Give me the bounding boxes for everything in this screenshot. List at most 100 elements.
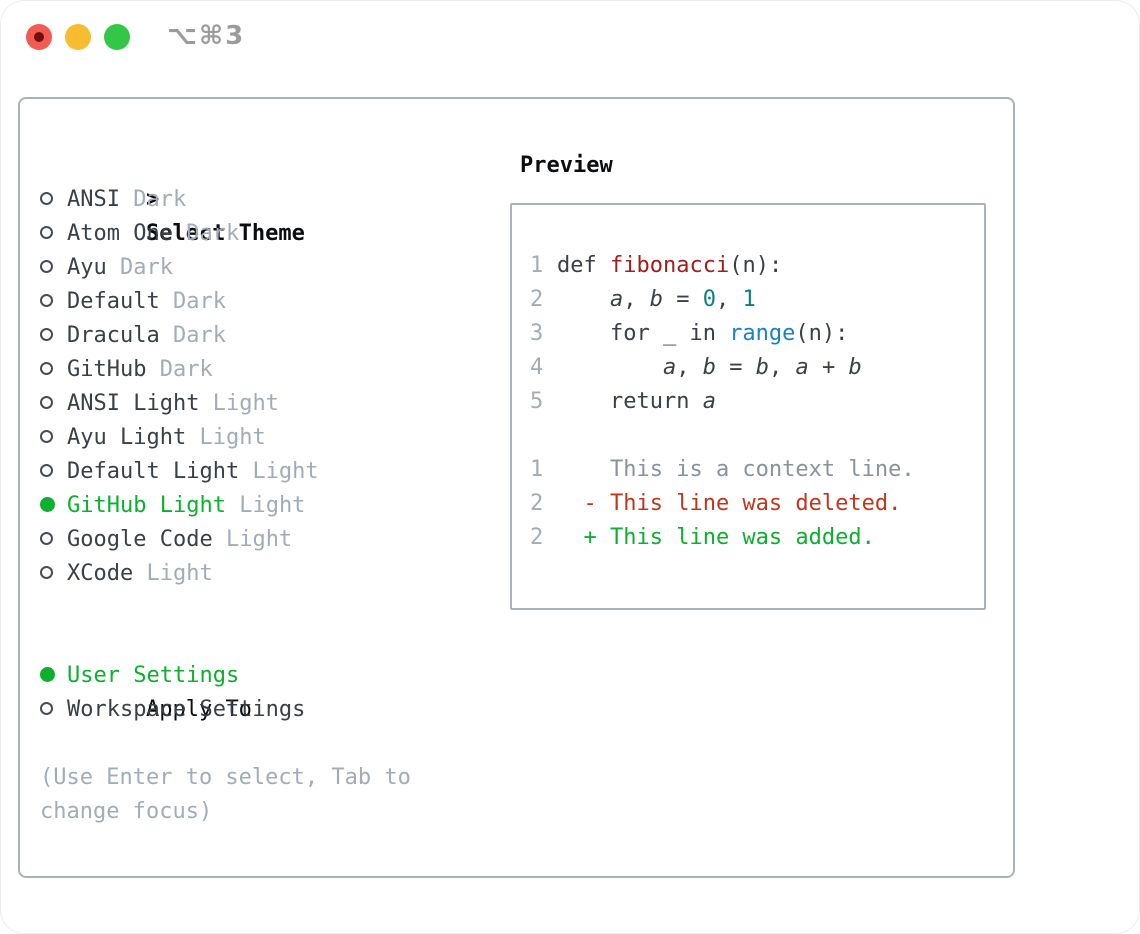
radio-indent xyxy=(40,387,67,421)
radio-indent xyxy=(40,693,67,727)
radio-unselected-icon xyxy=(40,259,53,273)
radio-unselected-icon xyxy=(40,463,53,477)
spacer xyxy=(40,591,411,625)
theme-variant-tag: Light xyxy=(239,493,306,518)
radio-selected-icon xyxy=(40,496,55,512)
code-line-9: 2 + This line was added. xyxy=(530,521,984,555)
token-variable: a xyxy=(609,287,624,312)
theme-variant-tag: Dark xyxy=(133,187,187,212)
token-default: + xyxy=(808,355,849,380)
code-line-3: 3 for _ in range(n): xyxy=(530,317,984,351)
radio-indent xyxy=(40,489,67,523)
theme-option-label: Dracula xyxy=(67,323,160,348)
radio-indent xyxy=(40,557,67,591)
code-line-5: 5 return a xyxy=(530,385,984,419)
close-dot-icon xyxy=(34,32,44,42)
theme-option-google-code[interactable]: Google Code Light xyxy=(40,523,411,557)
token-variable: b xyxy=(702,355,716,380)
line-number: 2 xyxy=(530,491,544,516)
apply-option-user-settings[interactable]: User Settings xyxy=(40,659,411,693)
apply-option-workspace-settings[interactable]: Workspace Settings xyxy=(40,693,411,727)
code-line-2: 2 a, b = 0, 1 xyxy=(530,283,984,317)
token-builtin: range xyxy=(729,321,796,346)
theme-option-default[interactable]: Default Dark xyxy=(40,285,411,319)
line-number: 2 xyxy=(530,287,544,312)
theme-option-label: GitHub Light xyxy=(67,493,226,518)
token-default: = xyxy=(662,287,703,312)
token-default: def xyxy=(557,253,610,278)
theme-option-default-light[interactable]: Default Light Light xyxy=(40,455,411,489)
theme-option-ayu-light[interactable]: Ayu Light Light xyxy=(40,421,411,455)
token-default: for _ in xyxy=(557,321,730,346)
token-default: , xyxy=(715,287,743,312)
line-number: 3 xyxy=(530,321,544,346)
token-default: (n): xyxy=(795,321,849,346)
close-button[interactable] xyxy=(26,24,52,50)
radio-indent xyxy=(40,455,67,489)
theme-option-label: Default xyxy=(67,289,160,314)
code-line-6 xyxy=(530,419,984,453)
selection-caret-icon: > xyxy=(145,187,160,212)
theme-option-atom-one[interactable]: Atom One Dark xyxy=(40,217,411,251)
token-default: = xyxy=(715,355,756,380)
token-number: 0 xyxy=(702,287,716,312)
hint-line-2: change focus) xyxy=(40,799,213,824)
radio-selected-icon xyxy=(40,666,55,682)
radio-unselected-icon xyxy=(40,225,53,239)
radio-indent xyxy=(40,285,67,319)
window-titlebar: ⌥⌘3 xyxy=(0,0,1140,74)
radio-unselected-icon xyxy=(40,293,53,307)
select-theme-header: > Select Theme xyxy=(40,149,411,246)
theme-option-ansi[interactable]: ANSI Dark xyxy=(40,183,411,217)
line-number: 4 xyxy=(530,355,544,380)
radio-unselected-icon xyxy=(40,701,53,715)
token-number: 1 xyxy=(742,287,756,312)
token-default: , xyxy=(676,355,703,380)
token-default: return xyxy=(557,389,703,414)
token-deletion: - This line was deleted. xyxy=(557,491,902,516)
token-default xyxy=(557,287,610,312)
theme-option-label: XCode xyxy=(67,561,134,586)
theme-option-dracula[interactable]: Dracula Dark xyxy=(40,319,411,353)
theme-option-github[interactable]: GitHub Dark xyxy=(40,353,411,387)
theme-variant-tag: Light xyxy=(146,561,213,586)
token-default: (n): xyxy=(729,253,783,278)
theme-option-ansi-light[interactable]: ANSI Light Light xyxy=(40,387,411,421)
theme-option-xcode[interactable]: XCode Light xyxy=(40,557,411,591)
radio-indent xyxy=(40,421,67,455)
minimize-button[interactable] xyxy=(65,24,91,50)
line-number: 5 xyxy=(530,389,544,414)
theme-option-github-light[interactable]: GitHub Light Light xyxy=(40,489,411,523)
theme-variant-tag: Light xyxy=(252,459,319,484)
apply-to-title: Apply To xyxy=(145,697,252,722)
theme-option-label: Google Code xyxy=(67,527,213,552)
theme-variant-tag: Dark xyxy=(120,255,173,280)
theme-variant-tag: Light xyxy=(212,391,279,416)
token-variable: b xyxy=(649,287,663,312)
token-context: This is a context line. xyxy=(557,457,915,482)
radio-unselected-icon xyxy=(40,361,53,375)
apply-option-label: User Settings xyxy=(67,663,240,688)
theme-option-label: Ayu Light xyxy=(67,425,187,450)
theme-variant-tag: Dark xyxy=(186,221,240,246)
radio-unselected-icon xyxy=(40,327,53,341)
token-addition: + This line was added. xyxy=(557,525,875,550)
token-variable: b xyxy=(848,355,862,380)
token-variable: a xyxy=(702,389,716,414)
radio-indent xyxy=(40,319,67,353)
radio-unselected-icon xyxy=(40,191,53,205)
maximize-button[interactable] xyxy=(104,24,130,50)
theme-option-label: ANSI xyxy=(67,187,120,212)
radio-indent xyxy=(40,523,67,557)
radio-indent xyxy=(40,183,67,217)
apply-option-label: Workspace Settings xyxy=(67,697,306,722)
token-variable: b xyxy=(755,355,769,380)
theme-variant-tag: Dark xyxy=(159,357,213,382)
theme-option-ayu[interactable]: Ayu Dark xyxy=(40,251,411,285)
theme-variant-tag: Dark xyxy=(172,289,226,314)
